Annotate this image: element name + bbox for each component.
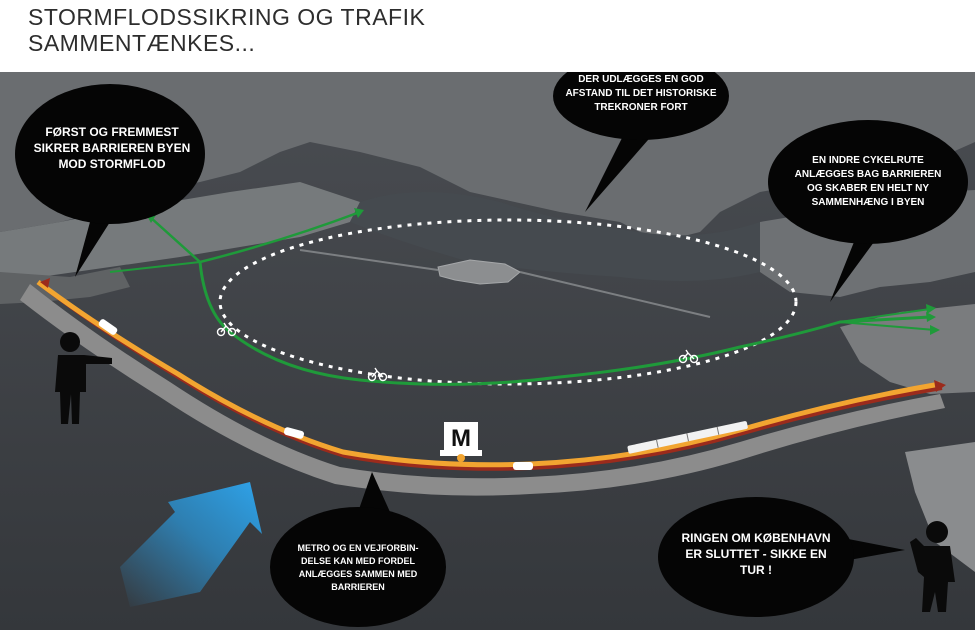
callout-cycle-line: ANLÆGGES BAG BARRIEREN xyxy=(795,169,942,180)
metro-station-icon: M xyxy=(440,422,482,462)
metro-sign-letter: M xyxy=(451,425,471,452)
cycle-arrow-5-icon xyxy=(926,312,936,322)
road-arrow-left-icon xyxy=(40,278,50,288)
cycle-route-branch-east-1 xyxy=(839,308,931,323)
callout-cycle-line: OG SKABER EN HELT NY xyxy=(807,183,929,194)
callout-fort-line: DER UDLÆGGES EN GOD xyxy=(578,74,704,85)
storm-arrow-icon xyxy=(120,482,262,607)
person-pointing-icon xyxy=(55,332,112,424)
car-icon xyxy=(98,319,118,335)
callout-fort-line: TREKRONER FORT xyxy=(594,102,687,113)
bicycle-icon xyxy=(216,322,237,337)
road-orange-lane xyxy=(36,279,941,468)
callout-cycle: EN INDRE CYKELRUTE ANLÆGGES BAG BARRIEREN… xyxy=(768,120,968,302)
page-title: STORMFLODSSIKRING OG TRAFIK SAMMENTÆNKES… xyxy=(28,4,425,56)
road-arrow-right-icon xyxy=(934,380,946,392)
callout-metro-line: BARRIEREN xyxy=(331,582,385,592)
trekroner-fort xyxy=(437,259,521,285)
bicycle-icon xyxy=(367,367,388,382)
callout-cycle-line: SAMMENHÆNG I BYEN xyxy=(812,197,925,208)
car-icon xyxy=(513,462,533,470)
title-line-1: STORMFLODSSIKRING OG TRAFIK xyxy=(28,4,426,30)
cycle-arrow-2-icon xyxy=(354,208,364,218)
metro-train-icon xyxy=(627,421,748,454)
harbor-land-right xyxy=(840,304,975,394)
pier-land-bottom-right xyxy=(905,442,975,572)
cycle-route-branch-down xyxy=(109,261,201,273)
storm-barrier-wall xyxy=(20,284,945,496)
person-waving-icon xyxy=(910,521,955,612)
callout-fort-line: AFSTAND TIL DET HISTORISKE xyxy=(565,88,716,99)
harbor-channel xyxy=(350,192,760,281)
callout-storm-line: FØRST OG FREMMEST xyxy=(45,125,179,139)
callout-storm-line: MOD STORMFLOD xyxy=(58,157,165,171)
cycle-route-branch-right xyxy=(199,210,361,264)
callout-storm: FØRST OG FREMMEST SIKRER BARRIEREN BYEN MO… xyxy=(15,84,205,277)
callout-fort: DER UDLÆGGES EN GOD AFSTAND TIL DET HISTO… xyxy=(553,72,729,212)
cycle-route xyxy=(198,261,931,386)
callout-ring-line: RINGEN OM KØBENHAVN xyxy=(681,531,830,545)
callout-metro-line: METRO OG EN VEJFORBIN- xyxy=(297,543,418,553)
cycle-arrow-4-icon xyxy=(930,325,940,335)
callout-ring: RINGEN OM KØBENHAVN ER SLUTTET - SIKKE EN… xyxy=(658,497,905,617)
bicycle-icon xyxy=(678,349,699,364)
callout-metro-line: DELSE KAN MED FORDEL xyxy=(301,556,416,566)
title-line-2: SAMMENTÆNKES... xyxy=(28,30,256,56)
breakwater-2 xyxy=(519,271,711,318)
fort-distance-ring xyxy=(218,218,798,386)
callout-metro-line: ANLÆGGES SAMMEN MED xyxy=(299,569,418,579)
city-land-top xyxy=(0,72,975,242)
cycle-route-branch-left xyxy=(149,216,201,263)
car-icon xyxy=(283,427,305,439)
city-land-left xyxy=(0,182,360,282)
breakwater xyxy=(299,249,439,271)
aerial-scene: M FØRST OG FREMMEST SIKRER BARRIEREN BYEN… xyxy=(0,72,975,630)
cycle-arrow-3-icon xyxy=(926,304,936,314)
callout-ring-line: ER SLUTTET - SIKKE EN xyxy=(685,547,826,561)
callout-metro: METRO OG EN VEJFORBIN- DELSE KAN MED FORD… xyxy=(270,472,446,627)
callout-storm-line: SIKRER BARRIEREN BYEN xyxy=(34,141,191,155)
callout-ring-line: TUR ! xyxy=(740,563,772,577)
callout-cycle-line: EN INDRE CYKELRUTE xyxy=(812,155,924,166)
svg-text:METRO OG EN VEJFORBIN-DELSE KA: METRO OG EN VEJFORBIN- DELSE KAN MED FORD… xyxy=(297,543,418,592)
cycle-route-branch-east-2 xyxy=(839,321,936,331)
